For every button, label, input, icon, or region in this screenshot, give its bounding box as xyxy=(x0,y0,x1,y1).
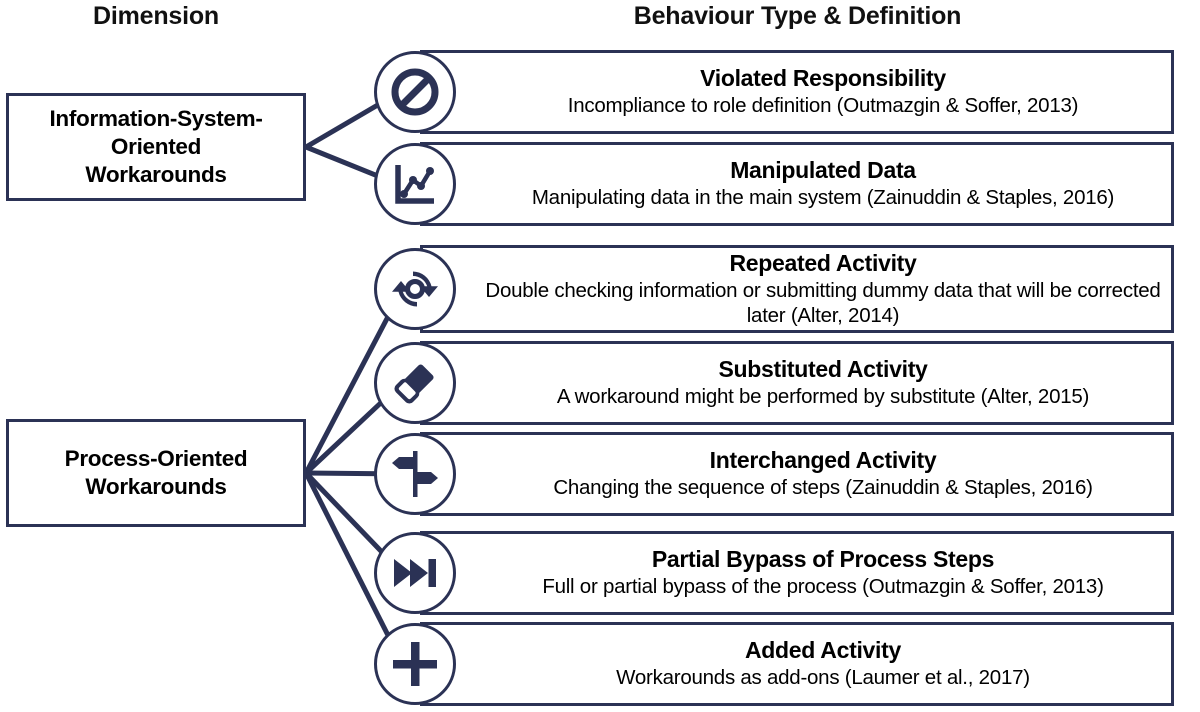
behaviour-title: Interchanged Activity xyxy=(709,447,937,474)
behaviour-description: Changing the sequence of steps (Zainuddi… xyxy=(553,476,1093,500)
behaviour-row-box xyxy=(420,341,1174,425)
dimension-box-information-system-oriented-workarounds[interactable]: Information-System- Oriented Workarounds xyxy=(6,93,306,201)
behaviour-description: Manipulating data in the main system (Za… xyxy=(531,186,1115,210)
behaviour-title: Added Activity xyxy=(745,637,901,664)
behaviour-description: Full or partial bypass of the process (O… xyxy=(542,575,1104,599)
behaviour-row-text: Violated Responsibility Incompliance to … xyxy=(480,50,1166,134)
eraser-icon[interactable] xyxy=(374,342,456,424)
behaviour-title: Repeated Activity xyxy=(729,249,917,276)
signpost-icon[interactable] xyxy=(374,433,456,515)
behaviour-title: Substituted Activity xyxy=(718,356,928,383)
behaviour-title: Partial Bypass of Process Steps xyxy=(651,546,995,573)
prohibition-sign-icon[interactable] xyxy=(374,51,456,133)
behaviour-row-interchanged-activity[interactable]: Interchanged Activity Changing the seque… xyxy=(420,432,1174,516)
behaviour-row-box xyxy=(420,245,1174,333)
line-chart-icon[interactable] xyxy=(374,143,456,225)
behaviour-description: Workarounds as add-ons (Laumer et al., 2… xyxy=(616,666,1030,690)
behaviour-row-box xyxy=(420,622,1174,706)
dimension-box-process-oriented-workarounds[interactable]: Process-Oriented Workarounds xyxy=(6,419,306,527)
dimension-label: Information-System- Oriented Workarounds xyxy=(49,106,263,187)
refresh-arrows-icon[interactable] xyxy=(374,248,456,330)
behaviour-row-repeated-activity[interactable]: Repeated Activity Double checking inform… xyxy=(420,245,1174,333)
behaviour-description: A workaround might be performed by subst… xyxy=(556,385,1090,409)
behaviour-row-box xyxy=(420,432,1174,516)
behaviour-title: Violated Responsibility xyxy=(700,65,946,92)
behaviour-row-text: Added Activity Workarounds as add-ons (L… xyxy=(480,622,1166,706)
behaviour-row-text: Repeated Activity Double checking inform… xyxy=(480,245,1166,333)
behaviour-row-violated-responsibility[interactable]: Violated Responsibility Incompliance to … xyxy=(420,50,1174,134)
skip-forward-icon[interactable] xyxy=(374,532,456,614)
behaviour-row-text: Partial Bypass of Process Steps Full or … xyxy=(480,531,1166,615)
behaviour-description: Double checking information or submittin… xyxy=(485,278,1161,327)
behaviour-title: Manipulated Data xyxy=(730,157,916,184)
plus-icon[interactable] xyxy=(374,623,456,705)
behaviour-row-box xyxy=(420,142,1174,226)
behaviour-row-text: Manipulated Data Manipulating data in th… xyxy=(480,142,1166,226)
behaviour-row-manipulated-data[interactable]: Manipulated Data Manipulating data in th… xyxy=(420,142,1174,226)
column-header-behaviour-type-definition: Behaviour Type & Definition xyxy=(633,2,962,30)
behaviour-row-added-activity[interactable]: Added Activity Workarounds as add-ons (L… xyxy=(420,622,1174,706)
behaviour-row-substituted-activity[interactable]: Substituted Activity A workaround might … xyxy=(420,341,1174,425)
behaviour-row-text: Interchanged Activity Changing the seque… xyxy=(480,432,1166,516)
behaviour-row-partial-bypass-of-process-steps[interactable]: Partial Bypass of Process Steps Full or … xyxy=(420,531,1174,615)
behaviour-description: Incompliance to role definition (Outmazg… xyxy=(567,94,1079,118)
column-header-dimension: Dimension xyxy=(93,2,219,30)
dimension-label: Process-Oriented Workarounds xyxy=(64,446,248,499)
behaviour-row-text: Substituted Activity A workaround might … xyxy=(480,341,1166,425)
